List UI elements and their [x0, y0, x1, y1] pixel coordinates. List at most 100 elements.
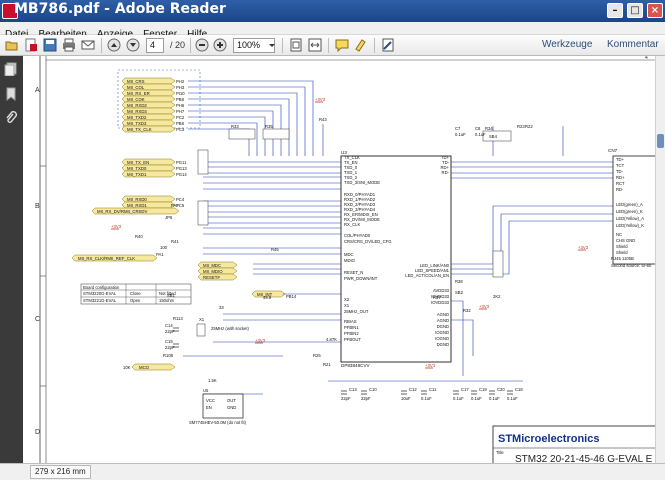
power-label-4: +3V3: [255, 338, 266, 343]
connector-pin-1: TCT: [616, 163, 625, 168]
pin-label-g2-0: PG11: [176, 160, 187, 165]
connector-pin-8: LED(Yellow)_A: [616, 216, 644, 221]
chip-left-pin-12: RX_CLK: [344, 222, 360, 227]
cap-ref-1: C10: [369, 387, 377, 392]
sign-icon[interactable]: [381, 38, 395, 52]
net-label-g2-0: MII_TX_EN: [127, 160, 149, 165]
chip-right-pin-14: IOGND: [435, 336, 449, 341]
page-total-label: / 20: [170, 40, 186, 50]
connector-ref: CN7: [608, 148, 618, 153]
fit-width-icon[interactable]: [308, 38, 322, 52]
close-button[interactable]: ×: [647, 3, 663, 18]
chip-left-pin-0: TX_CLK: [344, 155, 360, 160]
net-label-g2-1: MII_TXD0: [127, 166, 147, 171]
net-label-g1-8: MII_TX_CLK: [127, 127, 152, 132]
page-number-input[interactable]: 4: [146, 38, 164, 53]
cap-top-ref-3: C15: [165, 339, 173, 344]
net-label-mdc-2: RESET#: [203, 275, 220, 280]
cap-ref-0: C13: [349, 387, 357, 392]
print-icon[interactable]: [62, 38, 76, 52]
resistor-ref-5: R38: [455, 279, 463, 284]
fit-page-icon[interactable]: [289, 38, 303, 52]
adobe-reader-icon: [2, 3, 18, 19]
pin-label-g1-8: PC3: [176, 127, 185, 132]
bookmarks-icon[interactable]: [4, 86, 18, 101]
zoom-level-select[interactable]: 100%: [233, 38, 275, 53]
cap-top-value-0: 0.1uF: [455, 132, 466, 137]
menu-bearbeiten[interactable]: Bearbeiten: [38, 28, 86, 41]
connector-pin-10: NC: [616, 232, 622, 237]
menu-fenster[interactable]: Fenster: [143, 28, 177, 41]
oscillator-en-pin: EN: [206, 405, 212, 410]
open-file-icon[interactable]: [5, 38, 19, 52]
scrollbar-thumb[interactable]: [657, 134, 664, 148]
zoom-in-icon[interactable]: [213, 38, 227, 52]
comment-panel-button[interactable]: Kommentar: [607, 39, 659, 50]
cap-value-3: 0.1uF: [421, 396, 432, 401]
connector-pin-0: TD+: [616, 157, 625, 162]
pin-label-g1-1: PH3: [176, 85, 185, 90]
net-label-mdc-2-tag: [197, 273, 238, 281]
comment-bubble-icon[interactable]: [335, 38, 349, 52]
connector-pin-3: RD+: [616, 175, 625, 180]
resistor-ref-13: R21: [323, 362, 331, 367]
misc-label-5: R45: [271, 247, 279, 252]
rj45-connector-outline: [612, 155, 655, 265]
highlight-icon[interactable]: [354, 38, 368, 52]
connector-pin-7: LED(green)_K: [616, 209, 643, 214]
maximize-button[interactable]: □: [627, 3, 643, 18]
chip-right-pin-13: IOGND: [435, 330, 449, 335]
connector-pin-6: LED(green)_A: [616, 202, 643, 207]
chip-left-pin-20: X1: [344, 303, 350, 308]
zoom-out-icon[interactable]: [195, 38, 209, 52]
zoom-dropdown-chevron-icon[interactable]: [268, 38, 276, 52]
tools-panel-button[interactable]: Werkzeuge: [542, 39, 593, 50]
chip-left-pin-25: PFBOUT: [344, 337, 361, 342]
status-bar: 279 x 216 mm: [0, 463, 665, 480]
pin-label-g2-1: PG13: [176, 166, 187, 171]
resistor-ref-14: R32: [463, 308, 471, 313]
net-label-g3-0: MII_RXD0: [127, 197, 147, 202]
vertical-scrollbar[interactable]: [655, 56, 665, 463]
power-label-5: +3V3: [111, 224, 122, 229]
power-labels: +3V3+3V3+3V3+3V3+3V3+3V3: [111, 97, 589, 369]
phy-chip-outline: [340, 155, 452, 363]
pin-label-g1-6: PC2: [176, 115, 185, 120]
cap-value-0: 22pF: [341, 396, 351, 401]
mii-int-net: MII_INT: [257, 292, 273, 297]
zoom-level-value: 100%: [237, 40, 261, 50]
power-label-1: +3V3: [578, 245, 589, 250]
save-icon[interactable]: [43, 38, 57, 52]
attachments-icon[interactable]: [4, 110, 18, 124]
chip-left-pin-22: RBIAS: [344, 319, 357, 324]
menu-bar: Datei Bearbeiten Anzeige Fenster Hilfe: [0, 22, 665, 40]
create-pdf-icon[interactable]: [24, 38, 38, 52]
row-letter-b: B: [35, 203, 40, 210]
navigation-pane: [0, 56, 23, 463]
board-config-table: Board configuration STM3220G-EVAL Close …: [80, 283, 192, 305]
cap-value-7: 0.1uF: [507, 396, 518, 401]
menu-anzeige[interactable]: Anzeige: [97, 28, 133, 41]
pin-label-g1-2: PI10: [176, 91, 185, 96]
resistor-ref-9: R108: [163, 353, 174, 358]
company-name: STMicroelectronics: [498, 433, 599, 445]
menu-hilfe[interactable]: Hilfe: [187, 28, 207, 41]
window-title: MB786.pdf - Adobe Reader: [14, 1, 226, 17]
document-view[interactable]: A B C D 4 Unused in RMII mode MII_CRSPH2…: [23, 56, 655, 463]
cap-value-6: 0.1uF: [489, 396, 500, 401]
page-thumbnails-icon[interactable]: [4, 61, 18, 77]
minimize-button[interactable]: –: [607, 3, 623, 18]
net-label-g1-4: MII_RXD2: [127, 103, 147, 108]
rmii-crsdv-pin: PA7: [171, 203, 179, 208]
connector-pin-2: TD-: [616, 169, 624, 174]
net-label-g1-2: MII_RX_ER: [127, 91, 150, 96]
next-page-icon[interactable]: [126, 38, 140, 52]
rmii-refclk-net: MII_RX_CLK/RMII_REF_CLK: [78, 256, 135, 261]
net-label-g1-8-tag: [121, 125, 176, 133]
email-icon[interactable]: [81, 38, 95, 52]
resistor-ref-7: R41: [171, 239, 179, 244]
cap-value-2: 10uF: [401, 396, 411, 401]
pin-label-g3-0: PC4: [176, 197, 185, 202]
menu-datei[interactable]: Datei: [5, 28, 28, 41]
previous-page-icon[interactable]: [107, 38, 121, 52]
